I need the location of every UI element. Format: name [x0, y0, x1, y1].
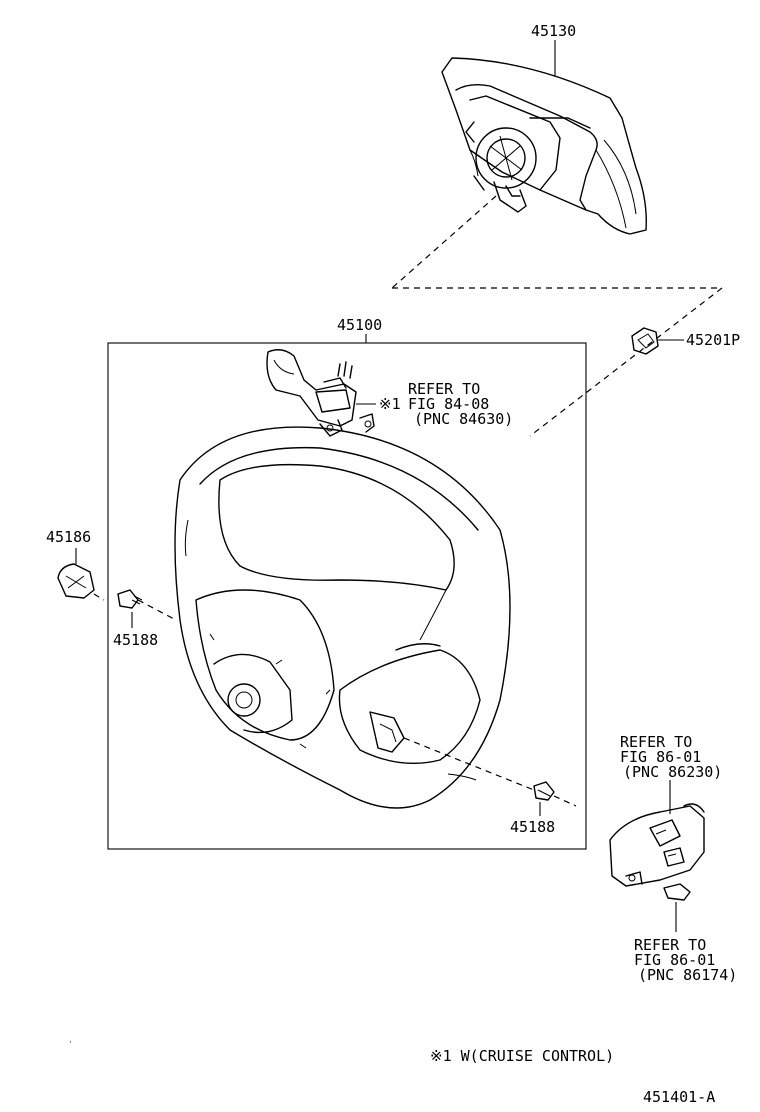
- switch-knob-drawing: [663, 883, 691, 901]
- ref-cruise-line3: (PNC 84630): [414, 410, 513, 428]
- ref-cruise-line2: FIG 84-08: [408, 395, 489, 413]
- alignment-line-cover: [93, 593, 105, 601]
- part-number-wheel: 45100: [337, 316, 382, 334]
- wheel-assembly-frame: [107, 342, 587, 850]
- footnote: ※1 W(CRUISE CONTROL): [430, 1047, 614, 1065]
- screw-left-drawing: [117, 589, 143, 609]
- alignment-line-screw-left: [137, 599, 177, 621]
- ref-cruise-line1: REFER TO: [408, 380, 480, 398]
- cover-drawing: [57, 563, 95, 599]
- marker-symbol: ※1: [379, 395, 401, 413]
- steering-wheel-drawing: [174, 426, 511, 809]
- nut-drawing: [631, 327, 659, 355]
- ref-upper-line3: (PNC 86230): [623, 763, 722, 781]
- alignment-line-airbag-left: [391, 195, 497, 289]
- part-number-screw-right: 45188: [510, 818, 555, 836]
- part-number-screw-left: 45188: [113, 631, 158, 649]
- alignment-line-screw-right: [403, 737, 535, 791]
- part-number-cover: 45186: [46, 528, 91, 546]
- figure-code: 451401-A: [643, 1088, 715, 1106]
- cruise-switch-drawing: [266, 349, 375, 437]
- ref-lower-line2: FIG 86-01: [634, 951, 715, 969]
- screw-right-drawing: [533, 781, 555, 801]
- ref-upper-line2: FIG 86-01: [620, 748, 701, 766]
- ref-upper-line1: REFER TO: [620, 733, 692, 751]
- part-number-nut: 45201P: [686, 331, 740, 349]
- switch-assembly-drawing: [609, 803, 705, 887]
- alignment-line-airbag-right: [529, 287, 723, 437]
- alignment-line-screw-right-out: [553, 795, 577, 807]
- ref-lower-line3: (PNC 86174): [638, 966, 737, 984]
- part-number-airbag: 45130: [531, 22, 576, 40]
- airbag-assembly-drawing: [441, 57, 647, 235]
- ref-lower-line1: REFER TO: [634, 936, 706, 954]
